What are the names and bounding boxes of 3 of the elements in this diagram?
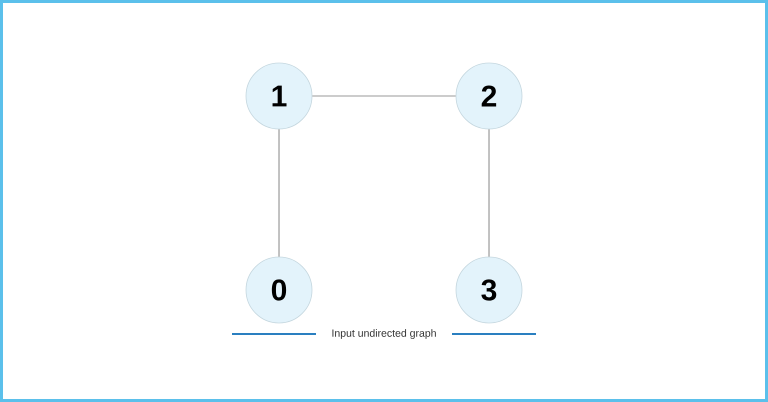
edge-line xyxy=(488,129,490,257)
edge-line xyxy=(278,129,280,257)
caption: Input undirected graph xyxy=(332,329,436,339)
